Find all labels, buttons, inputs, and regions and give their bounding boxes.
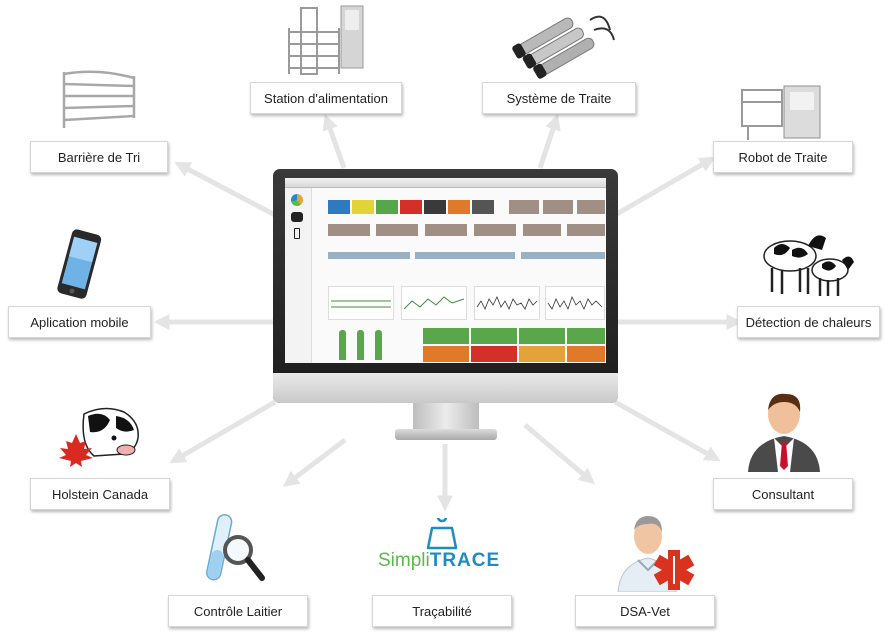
businessman-icon bbox=[748, 393, 820, 472]
label-robot-traite: Robot de Traite bbox=[713, 141, 853, 173]
screen-sidebar bbox=[285, 188, 312, 363]
dashboard-screen bbox=[285, 178, 606, 363]
test-tube-magnifier-icon bbox=[206, 514, 265, 581]
screen-tile bbox=[577, 200, 605, 214]
arrow-station-alimentation bbox=[322, 113, 347, 169]
monitor bbox=[273, 169, 618, 443]
arrow-dsa-vet bbox=[523, 423, 595, 485]
screen-kpi bbox=[471, 346, 517, 362]
label-barriere-tri: Barrière de Tri bbox=[30, 141, 168, 173]
label-detection-chaleurs: Détection de chaleurs bbox=[737, 306, 880, 338]
screen-tile bbox=[400, 200, 422, 214]
screen-kpi bbox=[567, 328, 605, 344]
screen-kpi bbox=[567, 346, 605, 362]
label-application-mobile: Aplication mobile bbox=[8, 306, 151, 338]
screen-kpi bbox=[519, 346, 565, 362]
screen-tile bbox=[425, 224, 467, 236]
monitor-base bbox=[395, 429, 497, 440]
screen-toolbar bbox=[285, 178, 606, 188]
smartphone-icon bbox=[57, 229, 102, 299]
arrow-holstein-canada bbox=[169, 399, 277, 464]
logo-simpli: Simpli bbox=[378, 550, 430, 571]
screen-tile bbox=[328, 200, 350, 214]
screen-mini-chart bbox=[401, 286, 467, 320]
logo-trace: TRACE bbox=[429, 550, 501, 571]
screen-tile bbox=[567, 224, 605, 236]
label-dsa-vet: DSA-Vet bbox=[575, 595, 715, 627]
screen-tile bbox=[543, 200, 573, 214]
screen-bar bbox=[328, 252, 410, 259]
tag-icon bbox=[426, 518, 458, 550]
monitor-stand bbox=[413, 403, 479, 431]
label-station-alimentation: Station d'alimentation bbox=[250, 82, 402, 114]
screen-tile bbox=[352, 200, 374, 214]
label-systeme-traite: Système de Traite bbox=[482, 82, 636, 114]
cows-icon bbox=[763, 235, 854, 296]
screen-mini-chart bbox=[328, 286, 394, 320]
screen-tank bbox=[339, 330, 346, 360]
label-holstein-canada: Holstein Canada bbox=[30, 478, 170, 510]
maple-leaf-cow-icon bbox=[59, 407, 139, 467]
screen-tile bbox=[523, 224, 561, 236]
screen-tank bbox=[357, 330, 364, 360]
monitor-chin bbox=[273, 373, 618, 403]
screen-tile bbox=[474, 224, 516, 236]
screen-tile bbox=[328, 224, 370, 236]
screen-phone-icon bbox=[294, 228, 300, 239]
vet-doctor-icon bbox=[617, 516, 695, 592]
screen-kpi bbox=[423, 346, 469, 362]
arrow-robot-traite bbox=[613, 156, 716, 218]
feed-station-icon bbox=[288, 5, 364, 75]
screen-bar bbox=[415, 252, 515, 259]
screen-mini-chart bbox=[545, 286, 605, 320]
label-controle-laitier: Contrôle Laitier bbox=[168, 595, 308, 627]
arrow-consultant bbox=[613, 399, 721, 462]
milking-robot-icon bbox=[741, 85, 821, 140]
screen-tile bbox=[376, 224, 418, 236]
arrow-barriere-tri bbox=[174, 162, 277, 218]
screen-mini-chart bbox=[474, 286, 540, 320]
screen-bar bbox=[521, 252, 605, 259]
screen-kpi bbox=[471, 328, 517, 344]
screen-tile bbox=[424, 200, 446, 214]
label-consultant: Consultant bbox=[713, 478, 853, 510]
label-tracabilite: Traçabilité bbox=[372, 595, 512, 627]
screen-cow-icon bbox=[291, 212, 303, 222]
screen-pie-icon bbox=[291, 194, 303, 206]
simplitrace-logo: SimpliTRACE bbox=[378, 518, 508, 582]
screen-kpi bbox=[519, 328, 565, 344]
gate-icon bbox=[62, 70, 136, 128]
screen-tile bbox=[472, 200, 494, 214]
arrow-controle-laitier bbox=[282, 438, 347, 487]
screen-tile bbox=[509, 200, 539, 214]
milking-cluster-icon bbox=[512, 15, 615, 79]
screen-tile bbox=[376, 200, 398, 214]
screen-kpi bbox=[423, 328, 469, 344]
arrow-systeme-traite bbox=[537, 113, 561, 169]
screen-tile bbox=[448, 200, 470, 214]
screen-tank bbox=[375, 330, 382, 360]
